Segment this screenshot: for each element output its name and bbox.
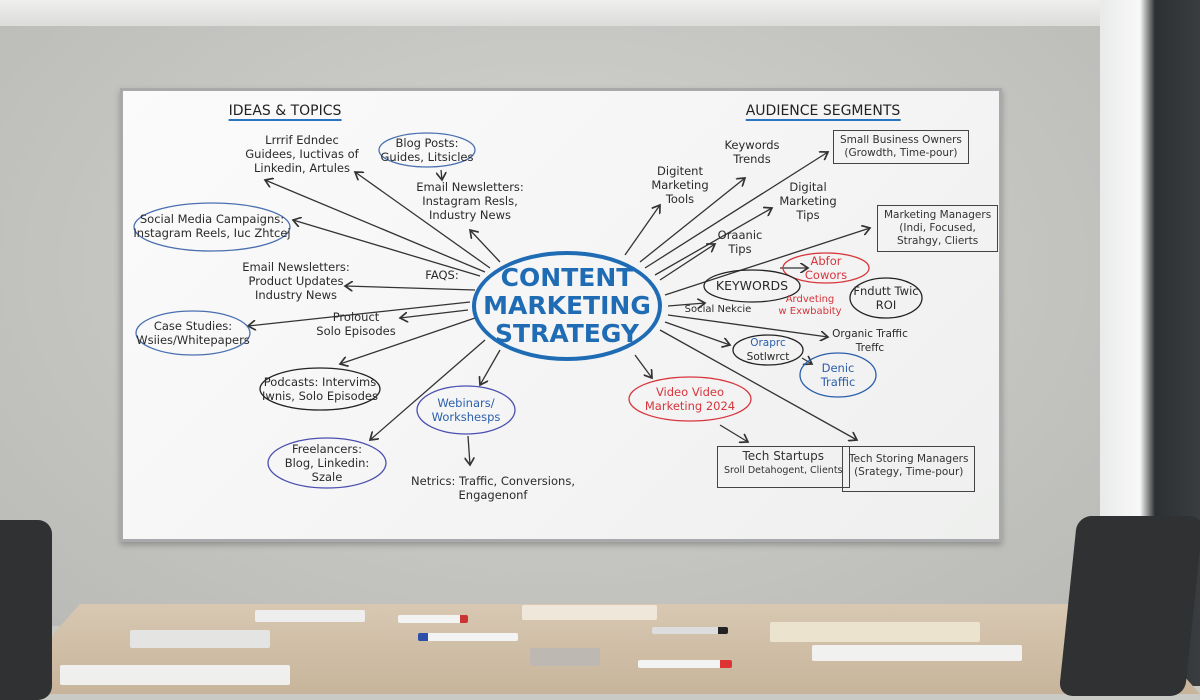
marker-blue (418, 633, 518, 641)
ideas-heading: IDEAS & TOPICS (228, 103, 342, 121)
tablet (530, 648, 600, 666)
center-line-1: CONTENT (500, 263, 634, 292)
freelancers-note: Freelancers:Blog, Linkedin:Szale (284, 442, 370, 484)
marker-red (398, 615, 468, 623)
social-media-note: Social Media Campaigns:Instagram Reels, … (133, 212, 291, 240)
tech-storing-box: Tech Storing Managers(Srategy, Time-pour… (842, 446, 976, 492)
center-line-3: STRATEGY (495, 319, 639, 348)
central-topic: CONTENT MARKETING STRATEGY (472, 251, 662, 361)
webinars-note: Webinars/Workshesps (431, 396, 501, 424)
center-line-2: MARKETING (483, 291, 651, 320)
metrics-note: Netrics: Traffic, Conversions,Engagenonf (411, 474, 575, 502)
marker-black (652, 627, 728, 634)
case-studies-note: Case Studies:Wsiies/Whitepapers (136, 319, 250, 347)
email-newsletters-note: Email Newsletters:Instagram Resls,Indust… (416, 180, 524, 222)
papers-right (812, 645, 1022, 661)
marker-red-2 (638, 660, 732, 668)
faqs-note: FAQS: (425, 268, 459, 282)
chair-left (0, 520, 52, 700)
chair-right (1058, 516, 1200, 696)
notebook-right (770, 622, 980, 642)
notepad (255, 610, 365, 622)
blog-posts-note: Blog Posts:Guides, Litsicles (380, 136, 474, 164)
paper-front (60, 665, 290, 685)
keywords-note: KEYWORDS (715, 278, 789, 293)
small-business-box: Small Business Owners(Growdth, Time-pour… (833, 130, 969, 164)
papers-left (130, 630, 270, 648)
marketing-managers-box: Marketing Managers(Indi, Focused,Strahgy… (877, 205, 999, 252)
ceiling (0, 0, 1200, 26)
social-note: Social Nekcie (684, 304, 752, 315)
open-notebook (522, 605, 657, 620)
audience-heading: AUDIENCE SEGMENTS (745, 103, 901, 121)
